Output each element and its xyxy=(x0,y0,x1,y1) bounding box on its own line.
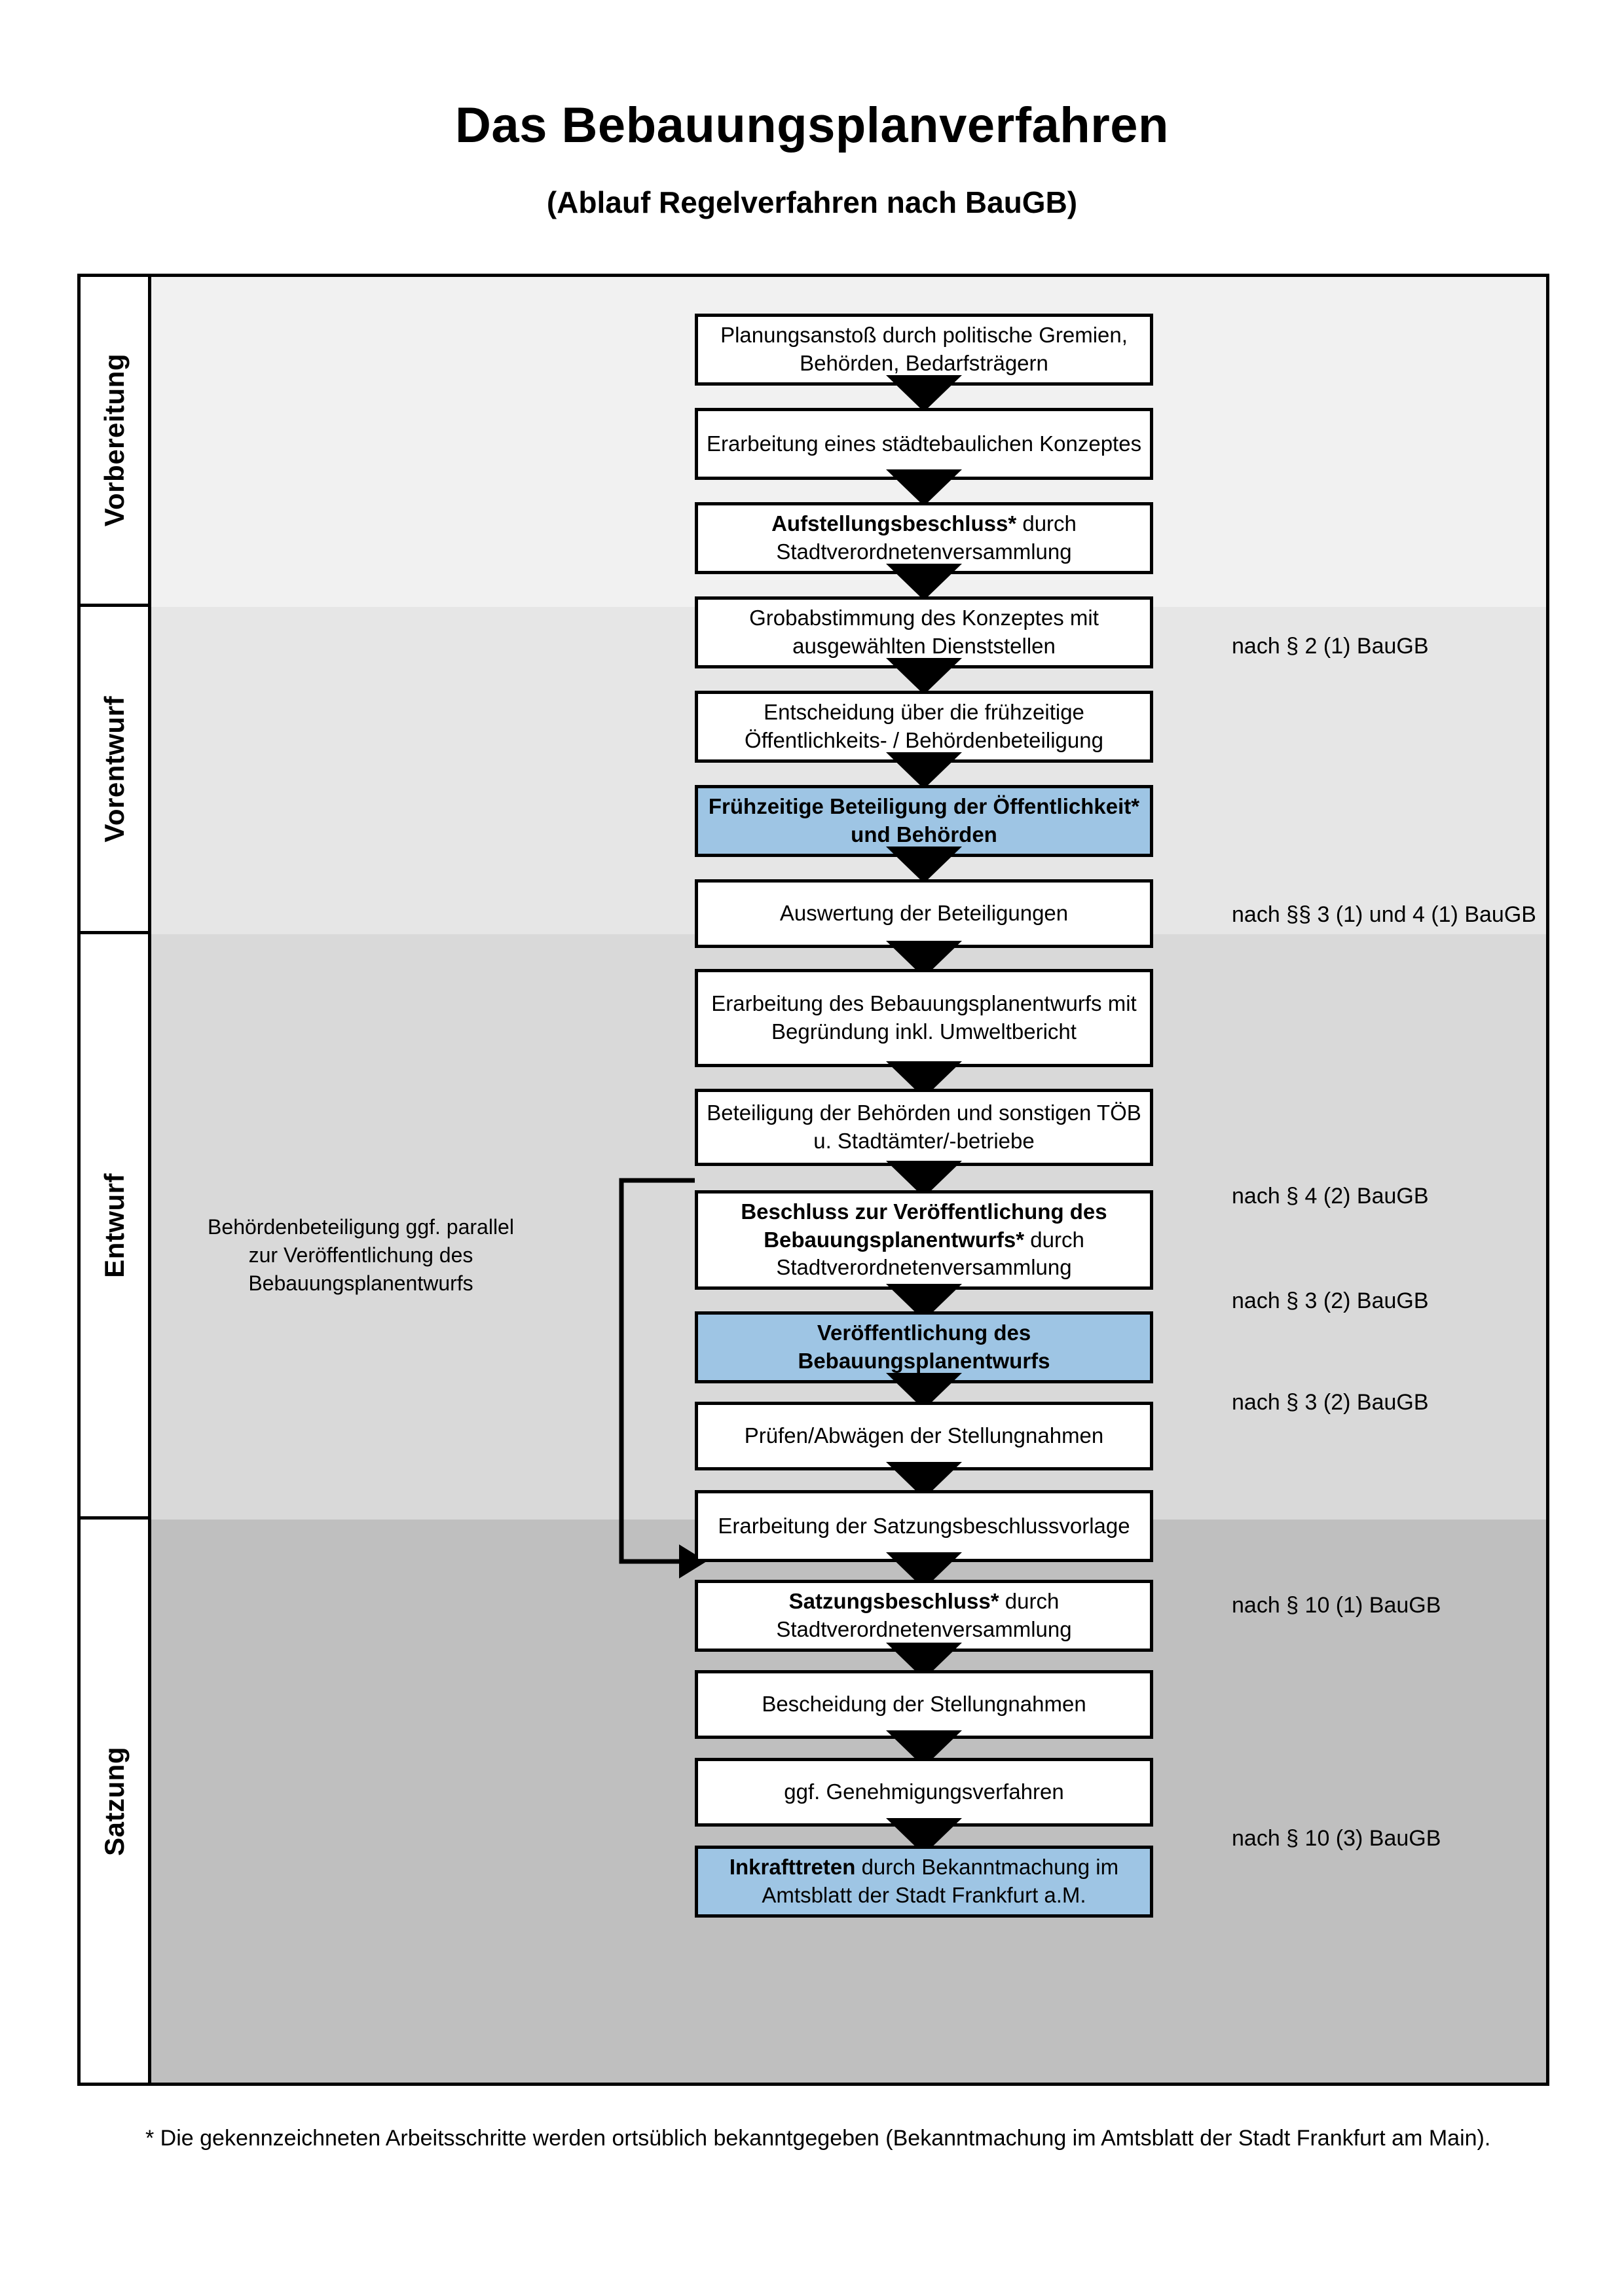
flow-node-satzungsbeschlussvorlage[interactable]: Erarbeitung der Satzungsbeschlussvorlage xyxy=(695,1490,1153,1562)
side-note-behoerdenbeteiligung: Behördenbeteiligung ggf. parallel zur Ve… xyxy=(208,1215,514,1295)
arrow-down-icon-6 xyxy=(886,847,962,883)
flow-node-erarbeitung-entwurf[interactable]: Erarbeitung des Bebauungsplanentwurfs mi… xyxy=(695,969,1153,1067)
page-subtitle: (Ablauf Regelverfahren nach BauGB) xyxy=(546,185,1078,219)
flow-node-label: Auswertung der Beteiligungen xyxy=(779,901,1069,926)
phase-label-vorbereitung: Vorbereitung xyxy=(98,354,130,527)
flow-node-aufstellungsbeschluss[interactable]: Aufstellungsbeschluss* durch Stadtverord… xyxy=(695,502,1153,574)
phase-rail: Vorbereitung Vorentwurf Entwurf Satzung xyxy=(81,277,151,2083)
flow-node-label: Erarbeitung eines städtebaulichen Konzep… xyxy=(706,431,1142,456)
phase-label-satzung: Satzung xyxy=(98,1746,130,1856)
law-reference-7: nach § 10 (3) BauGB xyxy=(1232,1826,1441,1851)
phase-bands: Behördenbeteiligung ggf. parallel zur Ve… xyxy=(151,277,1546,2083)
flow-node-label: Entscheidung über die frühzeitige Öffent… xyxy=(745,700,1103,752)
footnote: * Die gekennzeichneten Arbeitsschritte w… xyxy=(145,2126,1491,2151)
phase-cell-satzung: Satzung xyxy=(81,1520,148,2083)
arrow-down-icon-3 xyxy=(886,564,962,600)
law-reference-1: nach § 2 (1) BauGB xyxy=(1232,634,1429,659)
flow-node-label: Planungsanstoß durch politische Gremien,… xyxy=(720,323,1128,375)
law-reference-3: nach § 4 (2) BauGB xyxy=(1232,1184,1429,1209)
flow-node-genehmigungsverfahren[interactable]: ggf. Genehmigungsverfahren xyxy=(695,1758,1153,1827)
phase-label-entwurf: Entwurf xyxy=(98,1173,130,1278)
flow-node-beteiligung-behoerden[interactable]: Beteiligung der Behörden und sonstigen T… xyxy=(695,1089,1153,1166)
phase-cell-vorbereitung: Vorbereitung xyxy=(81,277,148,607)
law-reference-5: nach § 3 (2) BauGB xyxy=(1232,1390,1429,1415)
flow-node-auswertung[interactable]: Auswertung der Beteiligungen xyxy=(695,879,1153,948)
flow-node-label-rest: durch Stadtverordnetenversammlung xyxy=(776,511,1077,564)
flow-node-veroeffentlichung[interactable]: Veröffentlichung des Bebauungsplanentwur… xyxy=(695,1311,1153,1383)
flow-node-label: Beteiligung der Behörden und sonstigen T… xyxy=(707,1101,1141,1153)
flow-node-satzungsbeschluss[interactable]: Satzungsbeschluss* durch Stadtverordnete… xyxy=(695,1580,1153,1652)
law-reference-4: nach § 3 (2) BauGB xyxy=(1232,1288,1429,1313)
arrow-down-icon-5 xyxy=(886,752,962,789)
flow-node-bescheidung[interactable]: Bescheidung der Stellungnahmen xyxy=(695,1670,1153,1739)
flow-node-fruehzeitige-beteiligung[interactable]: Frühzeitige Beteiligung der Öffentlichke… xyxy=(695,785,1153,857)
flow-node-planungsanstoss[interactable]: Planungsanstoß durch politische Gremien,… xyxy=(695,314,1153,386)
flow-node-grobabstimmung[interactable]: Grobabstimmung des Konzeptes mit ausgewä… xyxy=(695,596,1153,668)
flow-node-label: Aufstellungsbeschluss* durch Stadtverord… xyxy=(705,510,1143,566)
flow-node-label: Grobabstimmung des Konzeptes mit ausgewä… xyxy=(749,606,1099,658)
phase-cell-vorentwurf: Vorentwurf xyxy=(81,607,148,934)
flow-node-label: Erarbeitung der Satzungsbeschlussvorlage xyxy=(718,1513,1130,1538)
flow-node-label: Beschluss zur Veröffentlichung des Bebau… xyxy=(705,1198,1143,1283)
page-title: Das Bebauungsplanverfahren xyxy=(455,98,1169,153)
flow-node-label: Erarbeitung des Bebauungsplanentwurfs mi… xyxy=(711,991,1137,1044)
process-flowchart: Vorbereitung Vorentwurf Entwurf Satzung … xyxy=(77,274,1549,2086)
document-header: Das Bebauungsplanverfahren (Ablauf Regel… xyxy=(0,0,1624,220)
flow-node-label-bold: Aufstellungsbeschluss* xyxy=(771,511,1017,536)
flow-node-inkrafttreten[interactable]: Inkrafttreten durch Bekanntmachung im Am… xyxy=(695,1846,1153,1918)
arrow-down-icon-4 xyxy=(886,658,962,695)
flow-node-konzept[interactable]: Erarbeitung eines städtebaulichen Konzep… xyxy=(695,408,1153,480)
flow-node-beschluss-veroeffentlichung[interactable]: Beschluss zur Veröffentlichung des Bebau… xyxy=(695,1190,1153,1290)
flow-node-label-bold: Beschluss zur Veröffentlichung des Bebau… xyxy=(741,1199,1107,1252)
flow-node-label-rest: durch Bekanntmachung im Amtsblatt der St… xyxy=(762,1855,1119,1907)
flow-node-pruefen-abwaegen[interactable]: Prüfen/Abwägen der Stellungnahmen xyxy=(695,1402,1153,1470)
phase-label-vorentwurf: Vorentwurf xyxy=(98,695,130,843)
flow-node-label: Frühzeitige Beteiligung der Öffentlichke… xyxy=(708,794,1140,847)
flow-node-label: Inkrafttreten durch Bekanntmachung im Am… xyxy=(705,1853,1143,1910)
flow-node-label-rest: durch Stadtverordnetenversammlung xyxy=(776,1227,1084,1280)
flow-node-label-bold: Inkrafttreten xyxy=(729,1855,856,1880)
flow-node-label: Veröffentlichung des Bebauungsplanentwur… xyxy=(798,1321,1050,1373)
flow-node-label-rest: durch Stadtverordnetenversammlung xyxy=(776,1589,1072,1641)
law-reference-2: nach §§ 3 (1) und 4 (1) BauGB xyxy=(1232,902,1536,927)
flow-node-label-bold: Satzungsbeschluss* xyxy=(788,1589,999,1614)
flow-node-label: ggf. Genehmigungsverfahren xyxy=(784,1779,1064,1804)
flow-node-label: Bescheidung der Stellungnahmen xyxy=(762,1692,1086,1717)
flow-node-label: Satzungsbeschluss* durch Stadtverordnete… xyxy=(705,1588,1143,1644)
arrow-down-icon-1 xyxy=(886,375,962,412)
phase-cell-entwurf: Entwurf xyxy=(81,934,148,1520)
law-reference-6: nach § 10 (1) BauGB xyxy=(1232,1593,1441,1618)
arrow-down-icon-2 xyxy=(886,469,962,506)
flow-node-label: Prüfen/Abwägen der Stellungnahmen xyxy=(744,1423,1104,1448)
